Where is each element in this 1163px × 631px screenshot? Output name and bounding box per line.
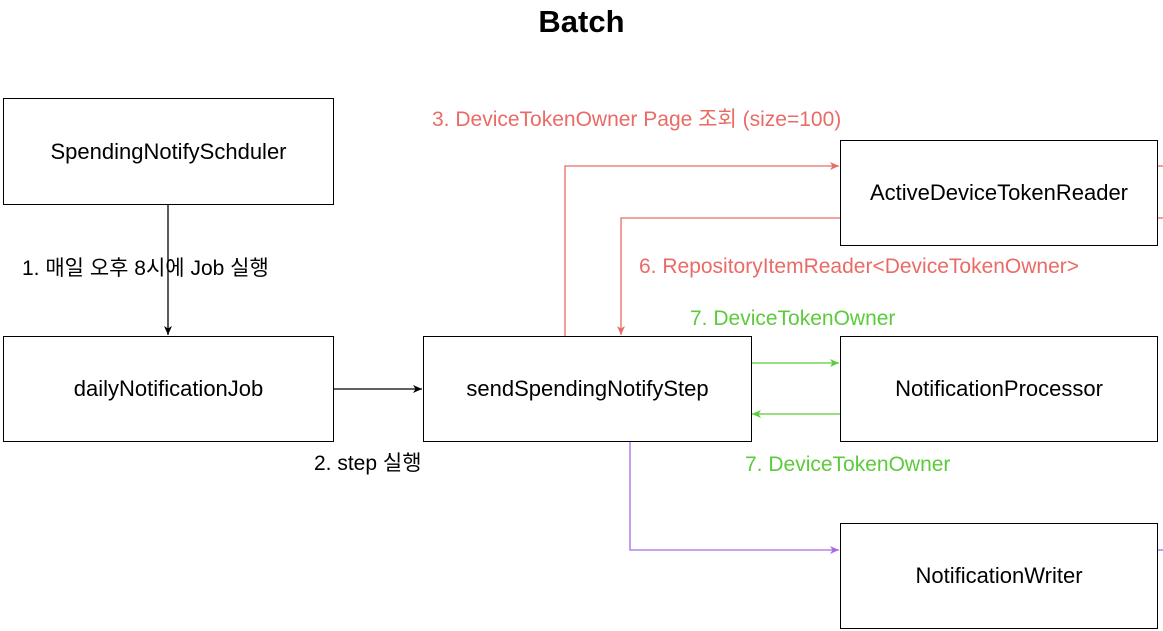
node-scheduler: SpendingNotifySchduler (3, 98, 334, 205)
edge-label-from-processor: 7. DeviceTokenOwner (745, 453, 951, 476)
diagram-title: Batch (538, 4, 625, 39)
edge-label-to-processor: 7. DeviceTokenOwner (690, 307, 896, 330)
node-reader: ActiveDeviceTokenReader (840, 140, 1158, 246)
edge-reader-to-step (617, 217, 840, 335)
edge-label-reader-return: 6. RepositoryItemReader<DeviceTokenOwner… (639, 255, 1080, 278)
edge-label-run-job: 1. 매일 오후 8시에 Job 실행 (22, 257, 269, 280)
node-job: dailyNotificationJob (3, 336, 334, 442)
edge-step-to-reader (564, 162, 839, 336)
edge-label-page-query: 3. DeviceTokenOwner Page 조회 (size=100) (432, 108, 842, 131)
edge-step-to-writer (629, 442, 839, 554)
node-writer: NotificationWriter (840, 523, 1158, 629)
edge-label-run-step: 2. step 실행 (314, 452, 422, 475)
node-step: sendSpendingNotifyStep (423, 336, 752, 442)
node-processor: NotificationProcessor (840, 336, 1158, 442)
